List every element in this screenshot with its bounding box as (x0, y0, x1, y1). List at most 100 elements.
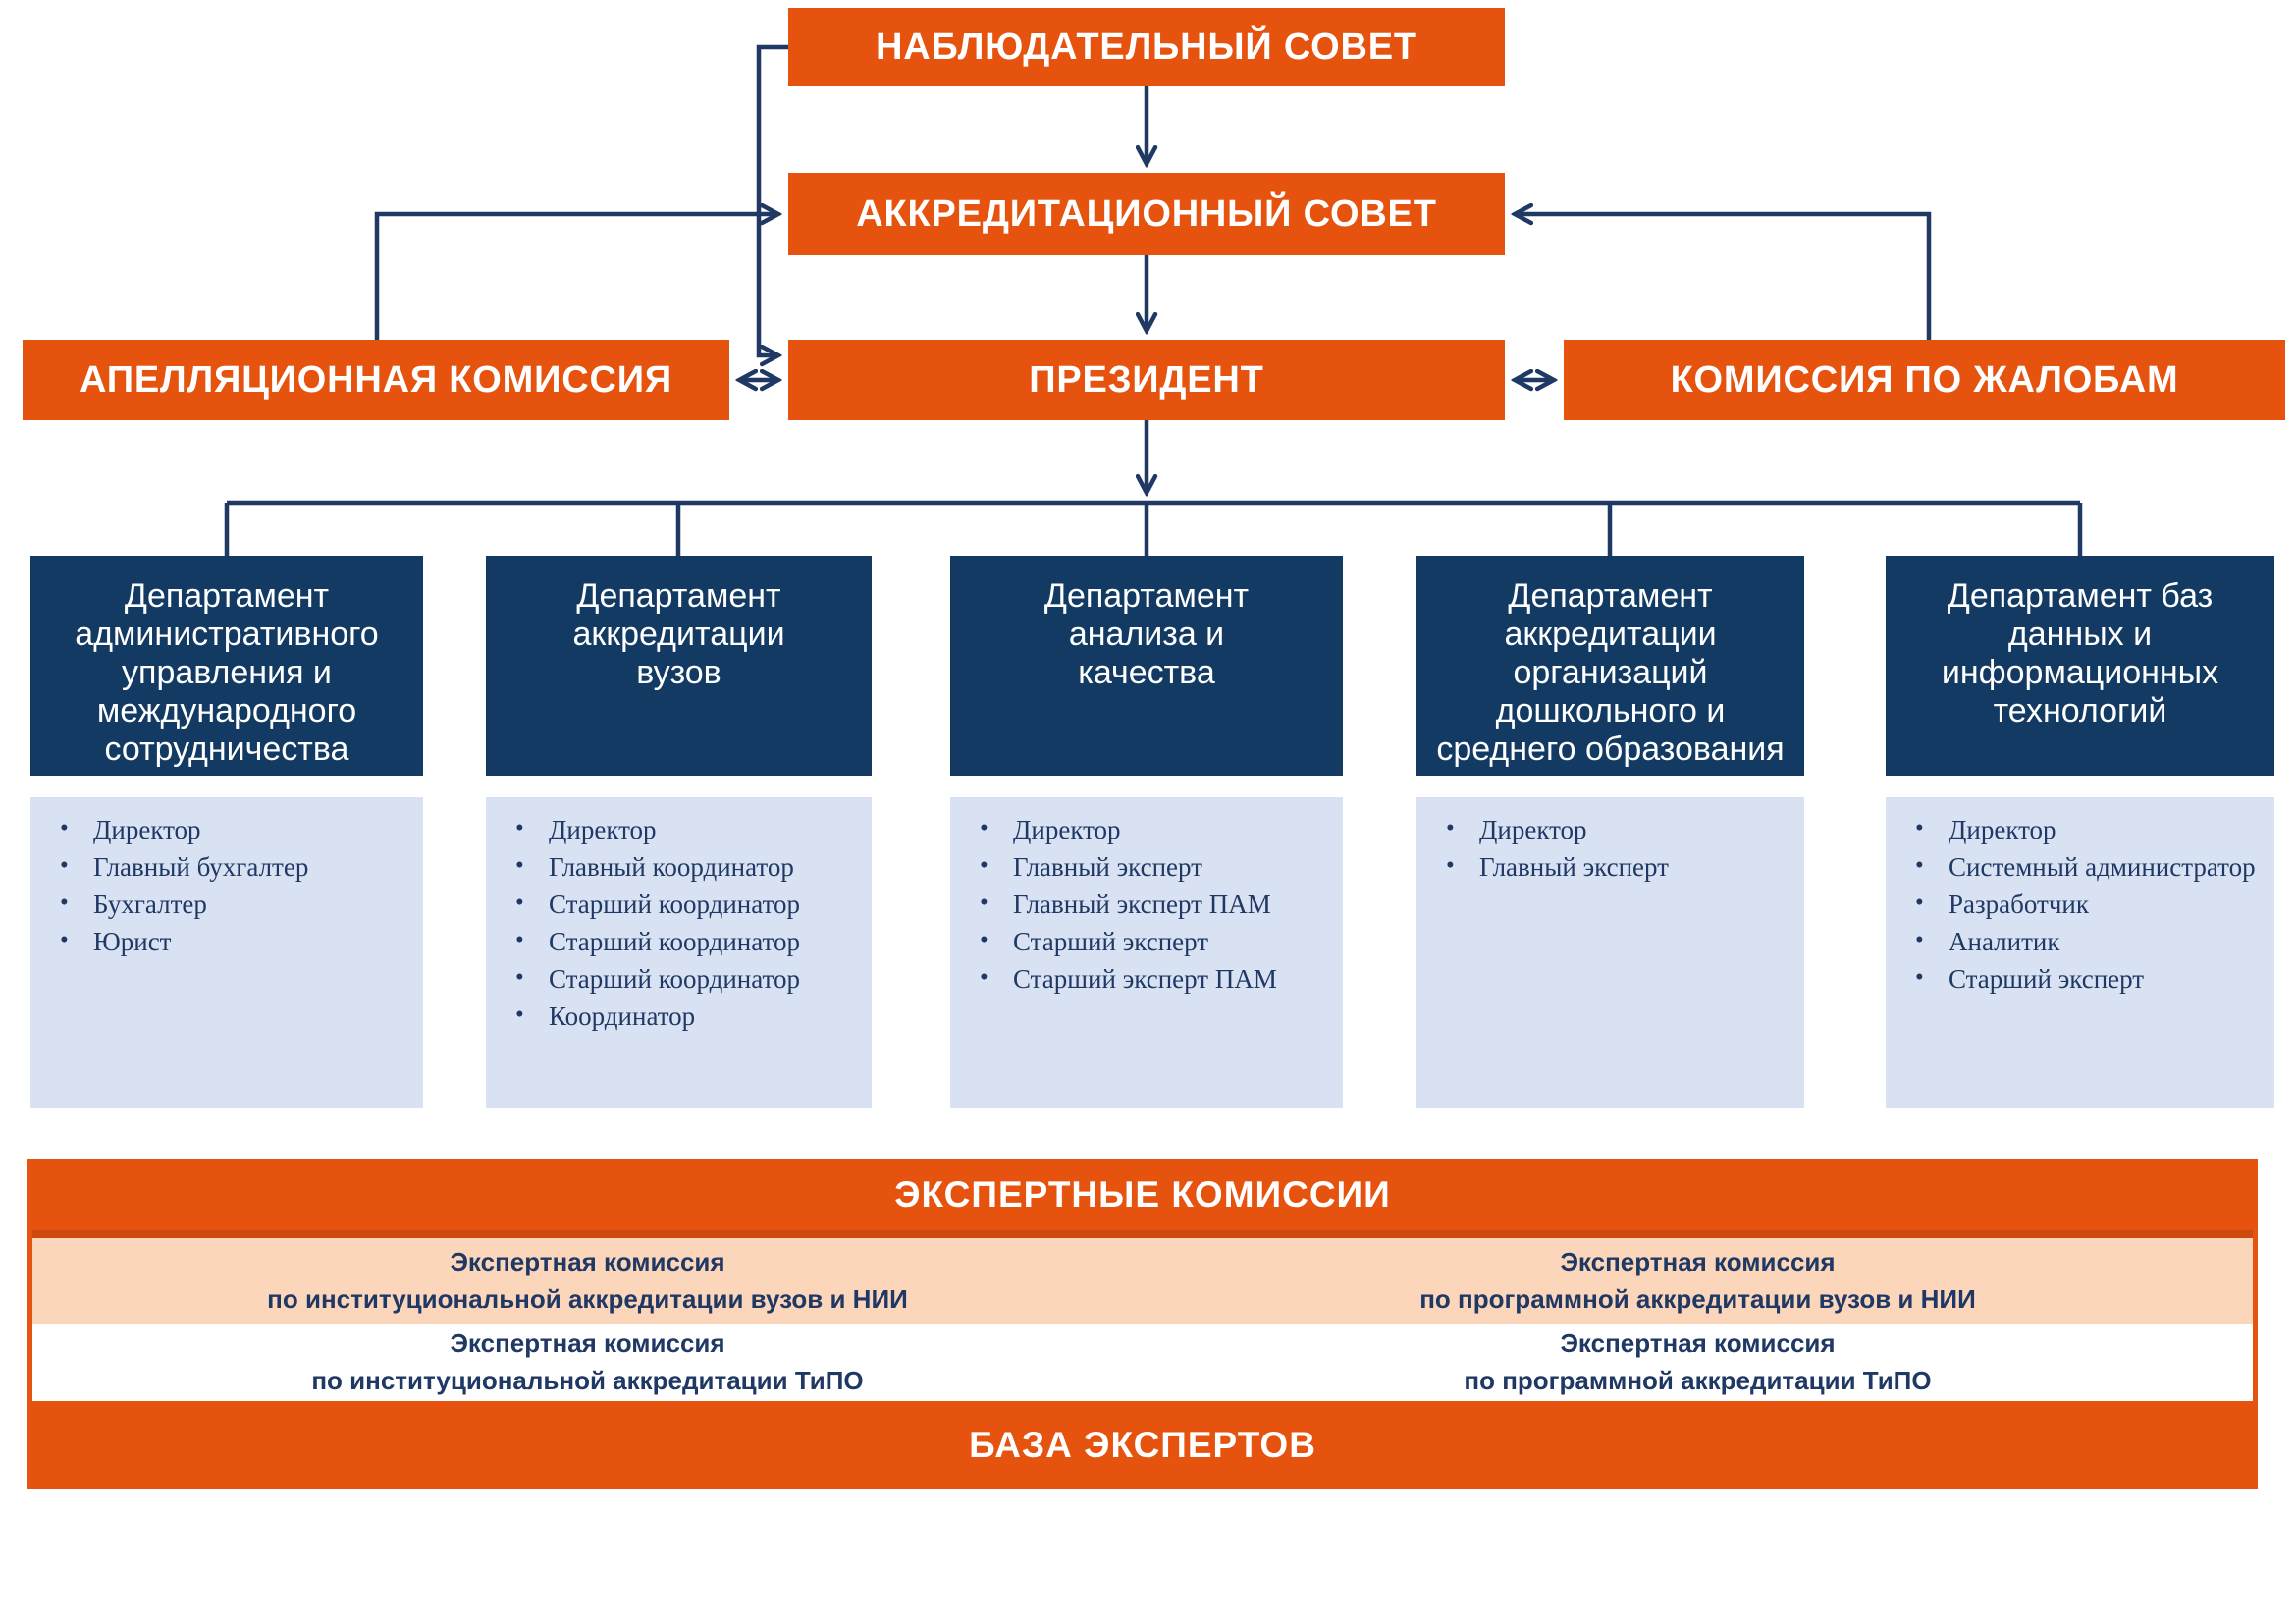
list-item: • Бухгалтер (60, 890, 413, 920)
dept-title-line: аккредитации (1504, 616, 1717, 654)
dept-title-line: управления и (122, 654, 332, 692)
role-label: Главный бухгалтер (93, 852, 309, 883)
dept-header-hei-accreditation: Департамент аккредитации вузов (486, 556, 872, 776)
role-label: Аналитик (1949, 927, 2060, 957)
list-item: • Главный эксперт (980, 852, 1333, 883)
expert-commission-line: Экспертная комиссия (1560, 1246, 1836, 1276)
role-label: Старший координатор (549, 964, 800, 995)
dept-title-line: среднего образования (1436, 731, 1785, 769)
dept-title-line: Департамент (1508, 577, 1713, 615)
role-label: Директор (1013, 815, 1121, 844)
list-item: • Главный эксперт (1446, 852, 1794, 883)
box-complaints-commission: КОМИССИЯ ПО ЖАЛОБАМ (1564, 340, 2285, 420)
bullet-icon: • (60, 852, 69, 880)
role-label: Директор (1949, 815, 2056, 844)
bullet-icon: • (1915, 890, 1924, 917)
list-item: • Старший эксперт (980, 927, 1333, 957)
bullet-icon: • (515, 927, 524, 954)
dept-title-line: дошкольного и (1495, 692, 1726, 731)
bullet-icon: • (515, 964, 524, 992)
role-label: Старший эксперт (1013, 927, 1209, 957)
role-label: Старший координатор (549, 890, 800, 920)
list-item: • Старший координатор (515, 890, 862, 920)
bullet-icon: • (980, 964, 988, 992)
box-appeal-commission: АПЕЛЛЯЦИОННАЯ КОМИССИЯ (23, 340, 729, 420)
role-label: Координатор (549, 1001, 696, 1032)
dept-header-databases-it: Департамент баз данных и информационных … (1886, 556, 2274, 776)
dept-title-line: анализа и (1068, 616, 1225, 654)
bullet-icon: • (1446, 852, 1455, 880)
bullet-icon: • (980, 815, 988, 841)
expert-commission-line: по институциональной аккредитации ТиПО (311, 1365, 864, 1395)
expert-commission-line: по институциональной аккредитации вузов … (267, 1283, 908, 1314)
bullet-icon: • (515, 852, 524, 880)
list-item: • Директор (60, 815, 413, 845)
box-supervisory-board-label: НАБЛЮДАТЕЛЬНЫЙ СОВЕТ (876, 26, 1417, 68)
dept-title-line: международного (96, 692, 357, 731)
expert-commission-cell: Экспертная комиссия по программной аккре… (1143, 1324, 2253, 1401)
dept-title-line: данных и (2007, 616, 2153, 654)
bullet-icon: • (1915, 964, 1924, 992)
role-label: Разработчик (1949, 890, 2089, 920)
dept-title-line: сотрудничества (104, 731, 349, 769)
bullet-icon: • (1915, 815, 1924, 841)
expert-commission-cell: Экспертная комиссия по институциональной… (32, 1324, 1143, 1401)
role-label: Главный эксперт (1013, 852, 1202, 883)
role-label: Старший эксперт ПАМ (1013, 964, 1277, 995)
role-label: Старший координатор (549, 927, 800, 957)
role-label: Директор (1479, 815, 1587, 844)
divider (32, 1230, 2253, 1238)
list-item: • Старший координатор (515, 964, 862, 995)
expert-commissions-title: ЭКСПЕРТНЫЕ КОМИССИИ (894, 1173, 1391, 1215)
list-item: • Разработчик (1915, 890, 2265, 920)
list-item: • Главный бухгалтер (60, 852, 413, 883)
box-supervisory-board: НАБЛЮДАТЕЛЬНЫЙ СОВЕТ (788, 8, 1505, 86)
bullet-icon: • (60, 815, 69, 841)
list-item: • Старший эксперт (1915, 964, 2265, 995)
dept-header-analysis-quality: Департамент анализа и качества (950, 556, 1343, 776)
bullet-icon: • (515, 815, 524, 841)
expert-commission-cell: Экспертная комиссия по институциональной… (32, 1238, 1143, 1324)
expert-commission-line: Экспертная комиссия (1560, 1327, 1836, 1358)
dept-title-line: вузов (636, 654, 721, 692)
dept-roles-hei-accreditation: • Директор • Главный координатор • Старш… (486, 797, 872, 1108)
list-item: • Директор (1446, 815, 1794, 845)
dept-roles-admin-management: • Директор • Главный бухгалтер • Бухгалт… (30, 797, 423, 1108)
expert-commissions-section: ЭКСПЕРТНЫЕ КОМИССИИ Экспертная комиссия … (27, 1159, 2258, 1489)
bullet-icon: • (60, 890, 69, 917)
expert-commission-line: по программной аккредитации вузов и НИИ (1419, 1283, 1976, 1314)
expert-commissions-header: ЭКСПЕРТНЫЕ КОМИССИИ (27, 1159, 2258, 1230)
bullet-icon: • (1915, 852, 1924, 880)
dept-roles-databases-it: • Директор • Системный администратор • Р… (1886, 797, 2274, 1108)
dept-title-line: Департамент (1043, 577, 1250, 615)
bullet-icon: • (515, 890, 524, 917)
expert-commission-line: по программной аккредитации ТиПО (1464, 1365, 1932, 1395)
role-label: Директор (93, 815, 201, 844)
expert-base-label: БАЗА ЭКСПЕРТОВ (969, 1425, 1316, 1465)
dept-title-line: административного (75, 616, 379, 654)
role-label: Бухгалтер (93, 890, 207, 920)
dept-title-line: организаций (1513, 654, 1708, 692)
role-label: Старший эксперт (1949, 964, 2145, 995)
expert-row-institutional-program-hei: Экспертная комиссия по институциональной… (32, 1238, 2253, 1324)
box-accreditation-council: АККРЕДИТАЦИОННЫЙ СОВЕТ (788, 173, 1505, 255)
dept-header-admin-management: Департамент административного управления… (30, 556, 423, 776)
list-item: • Директор (1915, 815, 2265, 845)
bullet-icon: • (60, 927, 69, 954)
expert-commission-line: Экспертная комиссия (450, 1327, 725, 1358)
dept-title-line: Департамент баз (1947, 577, 2214, 615)
list-item: • Директор (515, 815, 862, 845)
role-label: Директор (549, 815, 657, 844)
role-label: Главный эксперт (1479, 852, 1669, 883)
dept-title-line: аккредитации (572, 616, 785, 654)
bullet-icon: • (1446, 815, 1455, 841)
box-president-label: ПРЕЗИДЕНТ (1029, 358, 1264, 401)
expert-commission-cell: Экспертная комиссия по программной аккре… (1143, 1238, 2253, 1324)
list-item: • Главный координатор (515, 852, 862, 883)
list-item: • Старший координатор (515, 927, 862, 957)
dept-title-line: информационных (1941, 654, 2219, 692)
expert-commission-line: Экспертная комиссия (450, 1246, 725, 1276)
box-complaints-commission-label: КОМИССИЯ ПО ЖАЛОБАМ (1670, 358, 2179, 401)
